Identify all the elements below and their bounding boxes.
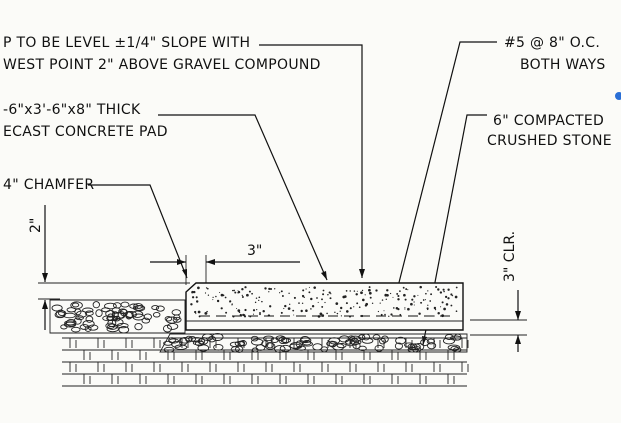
slope-note-line1: P TO BE LEVEL ±1/4" SLOPE WITH bbox=[3, 35, 250, 51]
dim-2in-label: 2" bbox=[28, 218, 44, 233]
dimension-clearance: 3" CLR. bbox=[470, 231, 527, 352]
dimension-3in: 3" bbox=[150, 243, 300, 285]
pad-note-line2: ECAST CONCRETE PAD bbox=[3, 124, 168, 140]
dim-clr-label: 3" CLR. bbox=[502, 231, 518, 282]
dimension-2in: 2" bbox=[28, 205, 190, 330]
rebar-note-line1: #5 @ 8" O.C. bbox=[504, 35, 600, 51]
slope-note-line2: WEST POINT 2" ABOVE GRAVEL COMPOUND bbox=[3, 57, 321, 73]
gravel-layer bbox=[49, 299, 468, 353]
concrete-pad bbox=[185, 282, 464, 331]
leader-lines bbox=[88, 41, 497, 346]
chamfer-note: 4" CHAMFER bbox=[3, 177, 94, 193]
pad-note-line1: -6"x3'-6"x8" THICK bbox=[3, 102, 141, 118]
stone-note-line2: CRUSHED STONE bbox=[487, 133, 612, 149]
stone-note-line1: 6" COMPACTED bbox=[493, 113, 604, 129]
rebar-note-line2: BOTH WAYS bbox=[520, 57, 606, 73]
accent-dot bbox=[615, 92, 621, 100]
dim-3in-label: 3" bbox=[247, 243, 262, 259]
native-soil-hatch bbox=[62, 337, 469, 387]
